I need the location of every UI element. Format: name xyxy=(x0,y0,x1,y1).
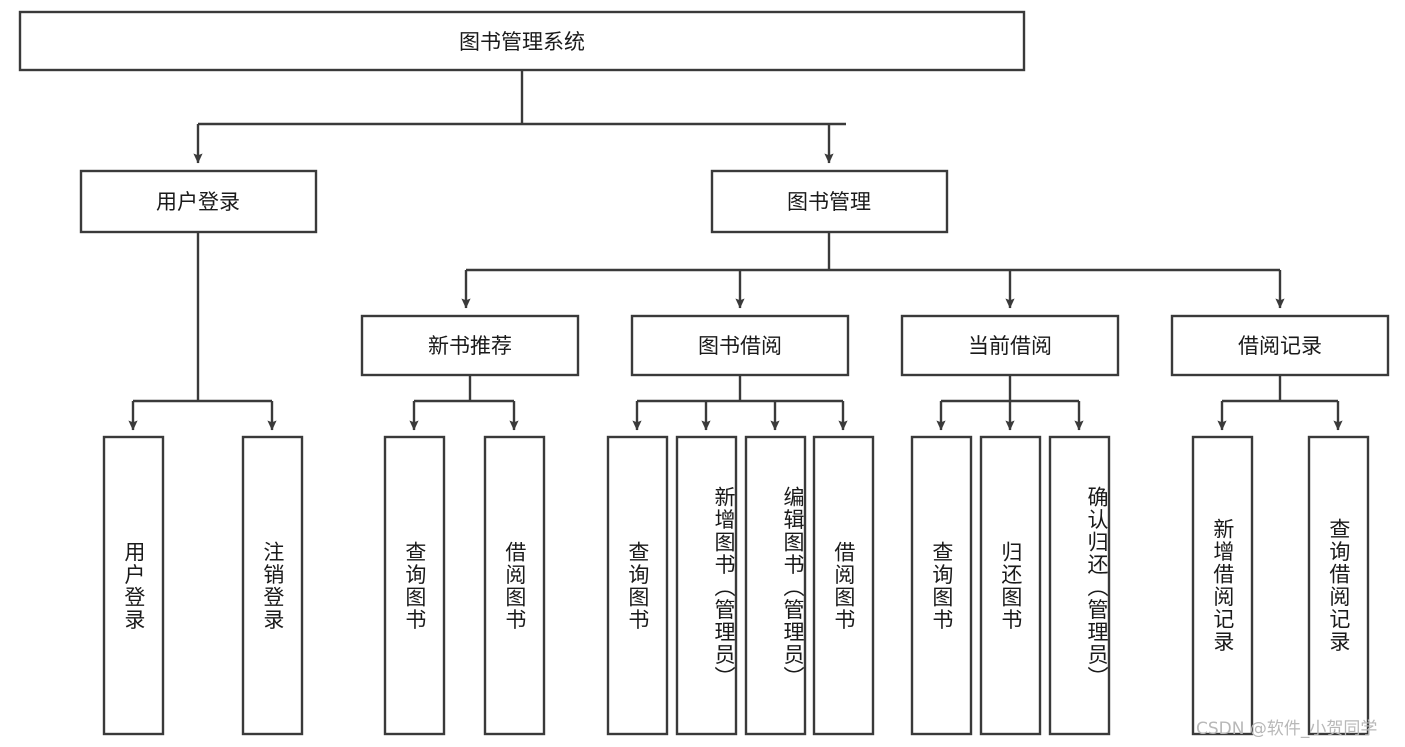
node-leaf-borrow-book-2[interactable] xyxy=(812,435,875,736)
node-leaf-borrow-book-1[interactable] xyxy=(483,435,546,736)
node-leaf-logout-login[interactable] xyxy=(241,435,304,736)
edge-bookborrow-to-leaves xyxy=(632,375,848,431)
edge-currentborrow-to-leaves xyxy=(936,375,1084,431)
edge-newbook-to-leaves xyxy=(409,375,519,431)
node-new-book-rec-label: 新书推荐 xyxy=(428,334,512,358)
edge-borrowrecord-to-leaves xyxy=(1217,375,1343,431)
node-book-borrow[interactable]: 图书借阅 xyxy=(630,314,850,377)
csdn-watermark: CSDN @软件_小贺同学 xyxy=(1196,719,1378,739)
node-borrow-record[interactable]: 借阅记录 xyxy=(1170,314,1390,377)
node-root[interactable]: 图书管理系统 xyxy=(18,10,1026,72)
node-leaf-edit-book[interactable] xyxy=(744,435,807,736)
edge-bookmanage-to-level3 xyxy=(461,232,1285,309)
edge-userlogin-to-leaves xyxy=(128,232,277,431)
node-leaf-return-book[interactable] xyxy=(979,435,1042,736)
node-leaf-confirm-return[interactable] xyxy=(1048,435,1111,736)
node-current-borrow-label: 当前借阅 xyxy=(968,334,1052,358)
node-leaf-add-record[interactable] xyxy=(1191,435,1254,736)
node-book-borrow-label: 图书借阅 xyxy=(698,334,782,358)
node-borrow-record-label: 借阅记录 xyxy=(1238,334,1322,358)
node-user-login-label: 用户登录 xyxy=(156,190,240,214)
node-leaf-add-book[interactable] xyxy=(675,435,738,736)
node-book-manage-label: 图书管理 xyxy=(787,190,871,214)
node-book-manage[interactable]: 图书管理 xyxy=(710,169,949,234)
node-root-label: 图书管理系统 xyxy=(459,30,585,54)
node-current-borrow[interactable]: 当前借阅 xyxy=(900,314,1120,377)
node-user-login[interactable]: 用户登录 xyxy=(79,169,318,234)
node-leaf-user-login[interactable] xyxy=(102,435,165,736)
node-leaf-query-book-1[interactable] xyxy=(383,435,446,736)
node-new-book-rec[interactable]: 新书推荐 xyxy=(360,314,580,377)
node-leaf-query-book-2[interactable] xyxy=(606,435,669,736)
node-leaf-query-record[interactable] xyxy=(1307,435,1370,736)
node-leaf-query-book-3[interactable] xyxy=(910,435,973,736)
edge-root-to-level2 xyxy=(193,70,846,164)
